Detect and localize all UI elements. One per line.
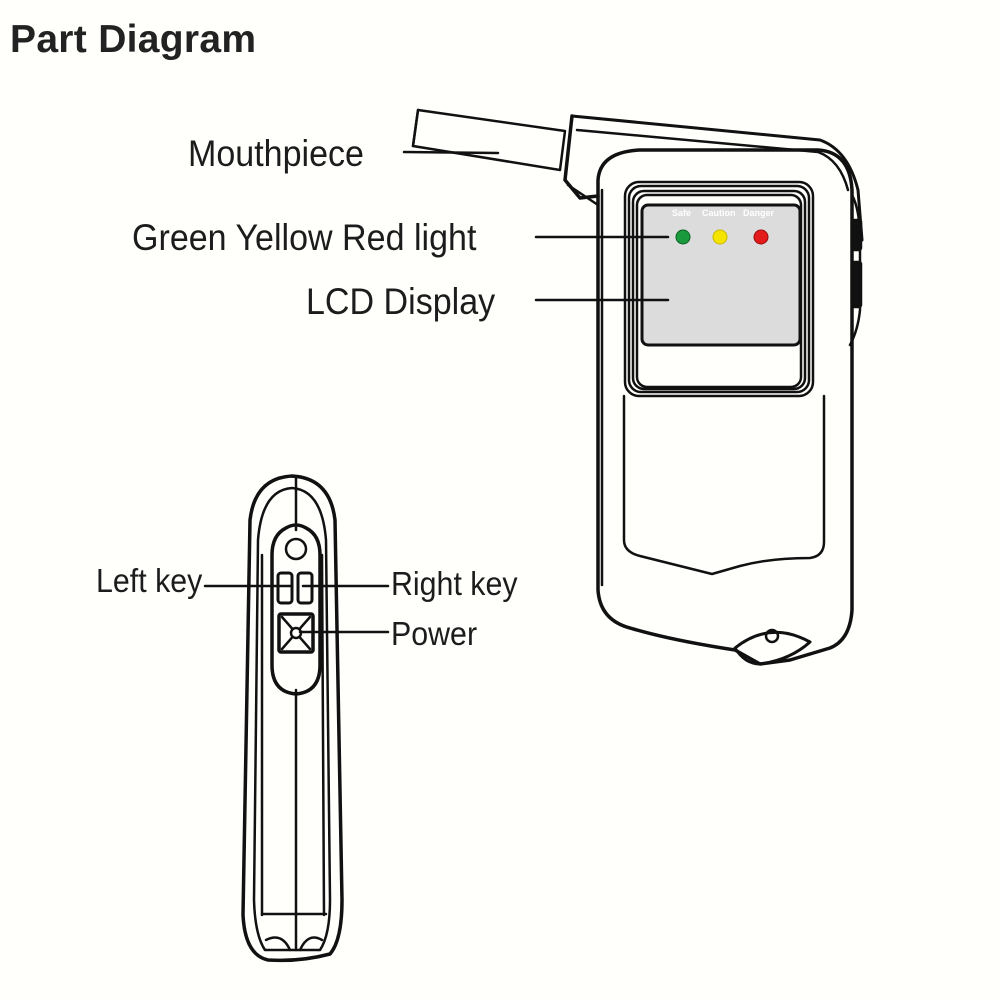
leader-mouthpiece (402, 150, 500, 155)
label-mouthpiece: Mouthpiece (188, 133, 364, 174)
side-device (241, 474, 344, 963)
label-lcd-display: LCD Display (306, 281, 496, 322)
left-key-button (276, 571, 294, 605)
label-left-key: Left key (96, 562, 203, 599)
yellow-light-icon (712, 229, 728, 245)
green-light-icon (675, 229, 691, 245)
led-caption-caution: Caution (702, 208, 736, 218)
led-caption-safe: Safe (672, 208, 691, 218)
label-lights: Green Yellow Red light (132, 217, 477, 258)
front-device (411, 108, 864, 666)
keyring-hole-icon (733, 628, 812, 666)
label-right-key: Right key (391, 565, 518, 602)
mouthpiece-icon (411, 108, 567, 172)
led-caption-danger: Danger (743, 208, 775, 218)
label-power: Power (391, 615, 478, 652)
right-key-button (296, 571, 314, 605)
page-title: Part Diagram (10, 18, 257, 61)
red-light-icon (753, 229, 769, 245)
lcd-display (640, 203, 802, 347)
